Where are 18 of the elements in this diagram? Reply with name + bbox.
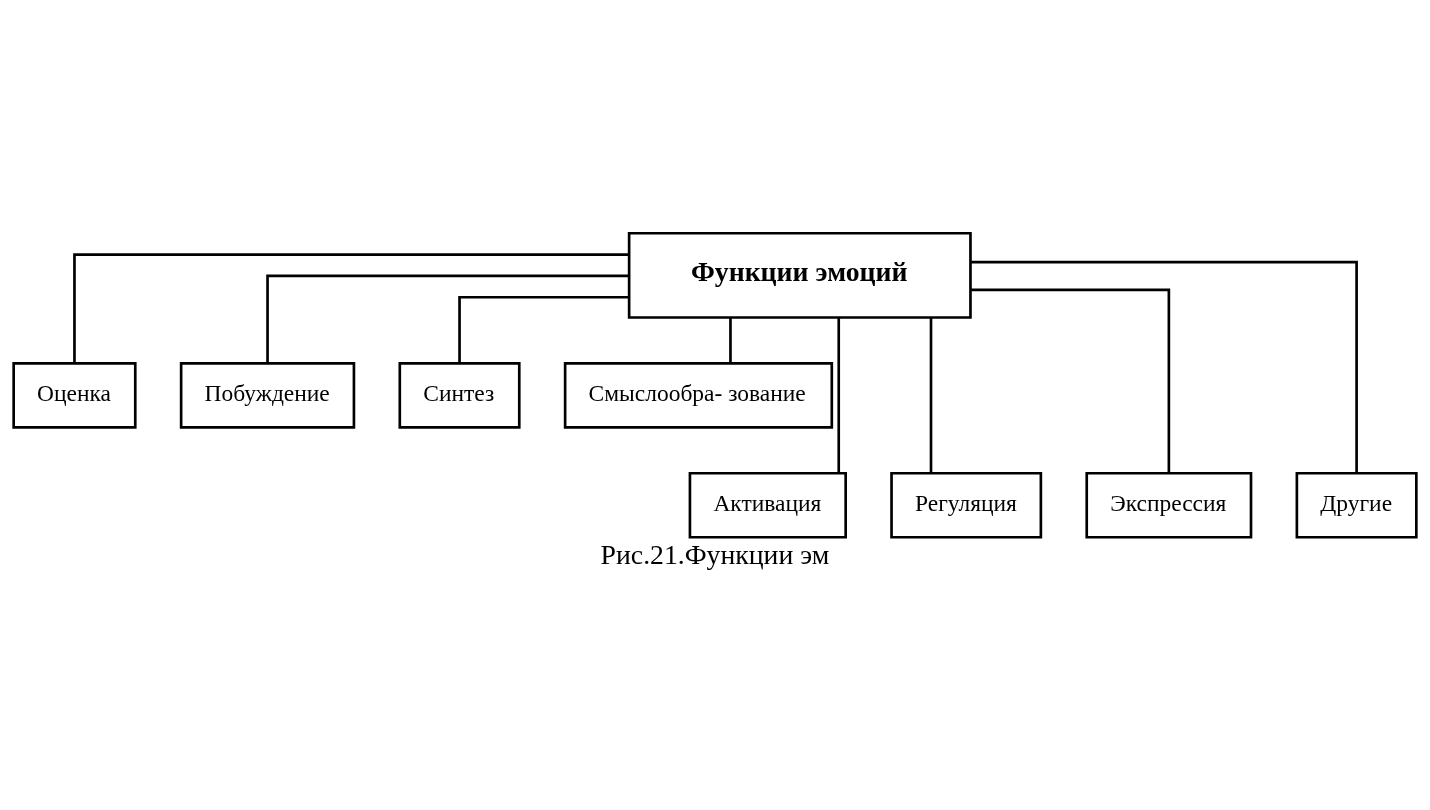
connector	[837, 317, 841, 473]
connector	[73, 253, 629, 364]
connector	[729, 317, 732, 364]
connector	[970, 288, 1171, 473]
node-box: Экспрессия	[1085, 471, 1253, 539]
node-box: Активация	[688, 471, 847, 539]
node-box: Синтез	[398, 362, 521, 429]
node-box: Побуждение	[179, 362, 356, 429]
node-box: Другие	[1295, 471, 1418, 539]
caption: Рис.21.Функции эм	[600, 538, 830, 570]
connector	[266, 274, 629, 364]
connector	[970, 260, 1358, 473]
connector	[458, 295, 629, 364]
node-box: Оценка	[12, 362, 137, 429]
node-box: Регуляция	[890, 471, 1043, 539]
node-box: Смыслообра- зование	[563, 362, 834, 429]
connector	[929, 317, 933, 473]
node-box: Функции эмоций	[627, 231, 972, 319]
